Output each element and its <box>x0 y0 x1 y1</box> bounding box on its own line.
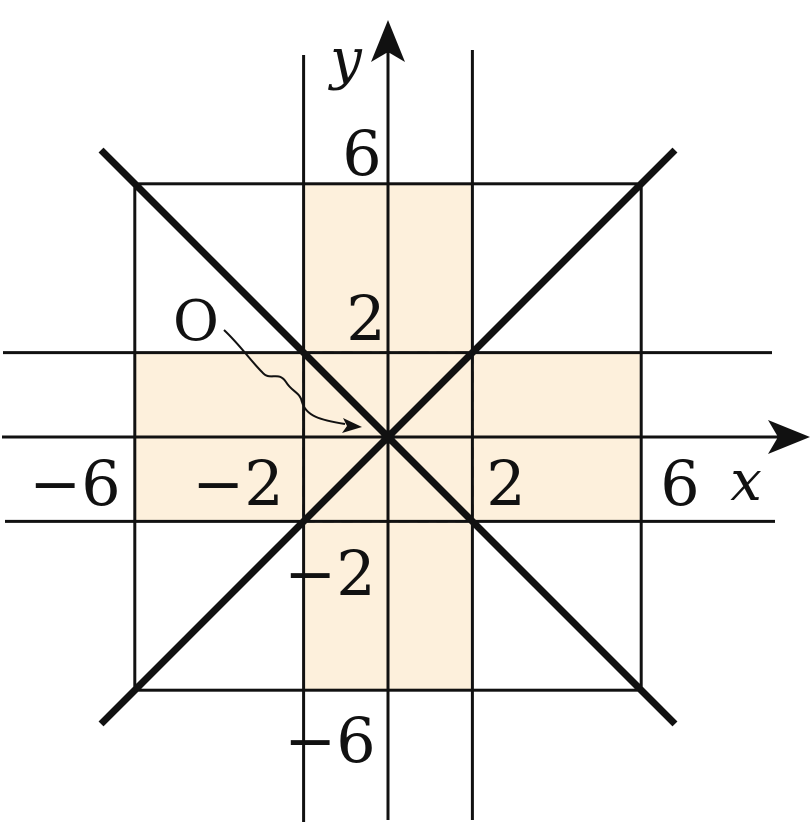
x-tick-label-neg2: −2 <box>192 447 283 520</box>
y-tick-label-6: 6 <box>342 117 381 190</box>
x-axis-arrowhead <box>768 420 810 454</box>
x-tick-label-neg6: −6 <box>29 447 120 520</box>
line-layer <box>2 20 810 822</box>
y-tick-label-neg6: −6 <box>284 704 375 777</box>
y-tick-label-2: 2 <box>346 282 385 355</box>
x-tick-label-2: 2 <box>486 447 525 520</box>
origin-pointer-curve <box>223 329 346 425</box>
y-tick-label-neg2: −2 <box>284 537 375 610</box>
x-axis-label: x <box>730 449 762 514</box>
x-tick-label-6: 6 <box>660 447 699 520</box>
origin-label: O <box>173 289 219 354</box>
y-axis-label: y <box>327 27 363 92</box>
y-axis-arrowhead <box>371 20 405 62</box>
label-layer: −6 −2 2 6 6 2 −2 −6 x y O <box>29 27 762 777</box>
origin-pointer-arrowhead <box>342 418 362 433</box>
